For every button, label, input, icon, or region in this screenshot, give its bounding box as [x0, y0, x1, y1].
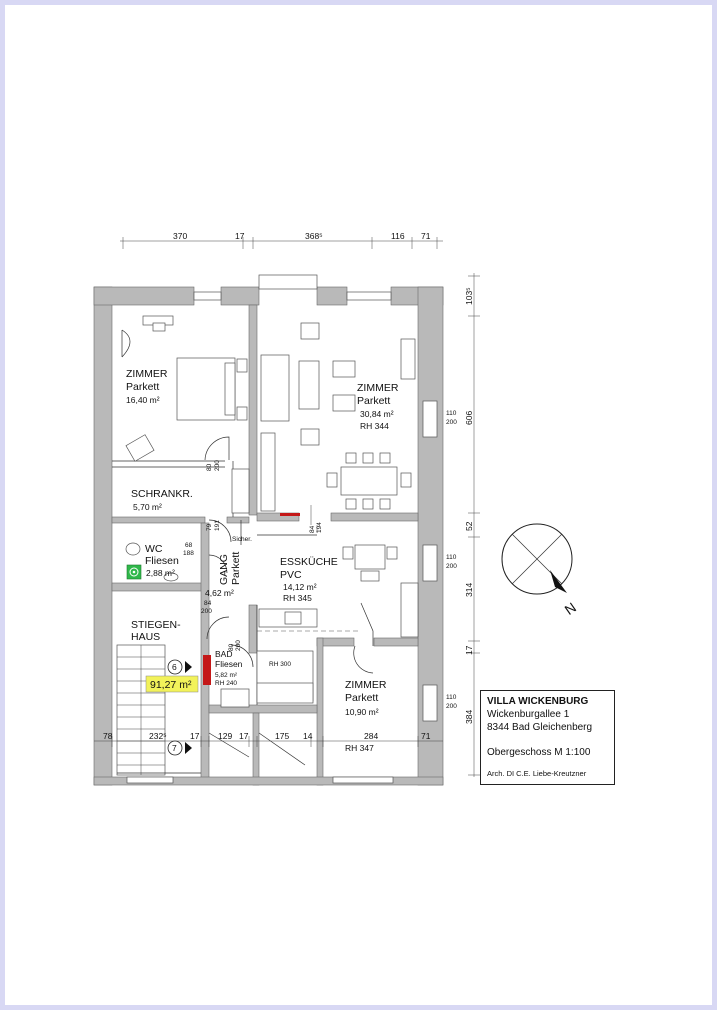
unit-6-label: 6	[172, 662, 177, 672]
room-zimmer-left-area: 16,40 m²	[126, 395, 160, 405]
room-gang-name: GANG	[218, 554, 230, 585]
opening-right-bottom-w: 110	[446, 694, 457, 701]
opening-schrank-w: 80	[206, 463, 213, 471]
dim-bottom-9: 71	[421, 731, 431, 741]
opening-right-mid-w: 110	[446, 554, 457, 561]
dim-bottom-7: 14	[303, 731, 313, 741]
room-zimmer-left-name: ZIMMER	[126, 368, 168, 380]
unit-7-arrow-icon	[185, 742, 192, 754]
opening-right-mid-h: 200	[446, 563, 457, 570]
compass: N	[501, 523, 579, 618]
unit-6-marker	[167, 659, 183, 675]
room-bad-area: 5,82 m²	[215, 672, 238, 679]
room-zimmer-right-area: 30,84 m²	[360, 409, 394, 419]
stairs	[116, 644, 201, 776]
project-city: 8344 Bad Gleichenberg	[487, 722, 593, 733]
room-wc-area: 2,88 m²	[146, 568, 175, 578]
dim-right-5: 17	[464, 645, 474, 655]
bottom-walls	[93, 776, 444, 786]
dim-bottom-3: 17	[190, 731, 200, 741]
dim-right-4: 314	[464, 583, 474, 597]
room-kueche-area: 14,12 m²	[283, 582, 317, 592]
opening-bad-w: 80	[228, 643, 235, 651]
opening-gang-b-w: 84	[309, 525, 316, 533]
dim-right-2: 606	[464, 411, 474, 425]
floor-scale: Obergeschoss M 1:100	[487, 747, 591, 758]
dim-top-5: 71	[421, 231, 431, 241]
opening-gang-bottom-w: 84	[204, 600, 212, 607]
unit-6-arrow-icon	[185, 661, 192, 673]
opening-schrank-h: 200	[214, 460, 221, 471]
room-bad-name: BAD	[215, 649, 232, 659]
room-schrank-name: SCHRANKR.	[131, 488, 193, 500]
dim-right-3: 52	[464, 521, 474, 531]
room-gang-floor: Parkett	[230, 552, 242, 585]
opening-gang-a-h: 191	[214, 520, 221, 531]
opening-bad-h: 200	[235, 640, 242, 651]
sicher-label: Sicher.	[232, 536, 252, 543]
north-arrow-icon	[550, 570, 567, 593]
opening-gang-bottom-h: 200	[201, 608, 212, 615]
opening-gang-b-h: 194	[316, 522, 323, 533]
dim-top-3: 368⁵	[305, 231, 323, 241]
dim-bottom-1: 78	[103, 731, 113, 741]
dim-bottom-4: 129	[218, 731, 232, 741]
opening-gang-a-w: 79	[206, 523, 213, 531]
opening-right-top-h: 200	[446, 419, 457, 426]
room-zimmer-small-area: 10,90 m²	[345, 707, 379, 717]
top-dimension-line: 370 17 368⁵ 116 71	[120, 231, 443, 249]
dim-top-1: 370	[173, 231, 187, 241]
dim-right-1: 103⁵	[464, 287, 474, 305]
furniture	[121, 315, 419, 708]
rh300-label: RH 300	[269, 661, 291, 668]
room-bad-floor: Fliesen	[215, 659, 243, 669]
project-street: Wickenburgallee 1	[487, 709, 570, 720]
total-area-badge	[145, 675, 199, 693]
dim-top-4: 116	[391, 231, 405, 241]
dim-bottom-6: 175	[275, 731, 289, 741]
room-schrank-area: 5,70 m²	[133, 502, 162, 512]
plan-sheet: 370 17 368⁵ 116 71 103⁵ 606 52 314 17 38…	[5, 5, 712, 1005]
windows	[193, 274, 438, 722]
opening-wc-h: 188	[183, 550, 194, 557]
room-zimmer-small-floor: Parkett	[345, 692, 378, 704]
unit-7-label: 7	[172, 743, 177, 753]
dim-top-2: 17	[235, 231, 245, 241]
room-kueche-name: ESSKÜCHE	[280, 556, 338, 568]
floor-plan: 370 17 368⁵ 116 71 103⁵ 606 52 314 17 38…	[93, 231, 579, 786]
doors	[203, 436, 374, 766]
room-zimmer-left-floor: Parkett	[126, 381, 159, 393]
room-wc-name: WC	[145, 543, 163, 555]
room-wc-floor: Fliesen	[145, 555, 179, 567]
room-gang-area: 4,62 m²	[205, 588, 234, 598]
opening-right-bottom-h: 200	[446, 703, 457, 710]
room-zimmer-right-name: ZIMMER	[357, 382, 399, 394]
opening-right-top-w: 110	[446, 410, 457, 417]
dim-right-6: 384	[464, 710, 474, 724]
room-bad-rh: RH 240	[215, 680, 237, 687]
room-zimmer-small-rh: RH 347	[345, 743, 374, 753]
room-zimmer-right-floor: Parkett	[357, 395, 390, 407]
room-zimmer-small-name: ZIMMER	[345, 679, 387, 691]
room-kueche-floor: PVC	[280, 569, 302, 581]
architect: Arch. DI C.E. Liebe-Kreutzner	[487, 769, 587, 778]
room-stiegenhaus-line1: STIEGEN-	[131, 619, 181, 631]
title-block: VILLA WICKENBURG Wickenburgallee 1 8344 …	[480, 690, 615, 785]
unit-7-marker	[167, 740, 183, 756]
right-dimension-line: 103⁵ 606 52 314 17 384	[464, 273, 480, 777]
north-label: N	[561, 599, 578, 618]
total-area-value: 91,27 m²	[150, 679, 192, 691]
unit-markers: 6 7 91,27 m²	[145, 659, 199, 756]
room-labels: ZIMMER Parkett 16,40 m² ZIMMER Parkett 3…	[126, 368, 399, 753]
dim-bottom-2: 232⁵	[149, 731, 167, 741]
opening-labels: 110 200 110 200 110 200 80 200 79 191 84…	[183, 410, 457, 710]
bottom-dimension-line: 78 232⁵ 17 129 17 175 14 284 71	[94, 731, 443, 747]
dim-bottom-8: 284	[364, 731, 378, 741]
dim-bottom-5: 17	[239, 731, 249, 741]
room-stiegenhaus-line2: HAUS	[131, 631, 160, 643]
room-zimmer-right-rh: RH 344	[360, 421, 389, 431]
project-title: VILLA WICKENBURG	[487, 696, 589, 707]
room-kueche-rh: RH 345	[283, 593, 312, 603]
opening-wc-w: 68	[185, 542, 193, 549]
